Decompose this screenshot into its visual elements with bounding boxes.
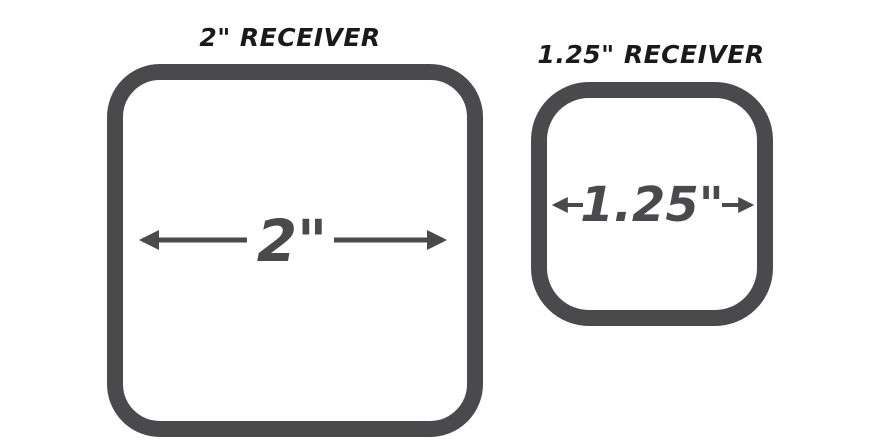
- small-receiver-outline: [531, 82, 773, 326]
- large-receiver: 2" RECEIVER 2": [107, 23, 483, 437]
- large-receiver-title: 2" RECEIVER: [199, 23, 380, 52]
- large-dimension-label: 2": [257, 207, 328, 275]
- small-receiver: 1.25" RECEIVER 1.25": [531, 40, 773, 326]
- large-receiver-outline: [107, 64, 483, 437]
- small-receiver-title: 1.25" RECEIVER: [537, 40, 764, 69]
- small-dimension-label: 1.25": [580, 177, 723, 233]
